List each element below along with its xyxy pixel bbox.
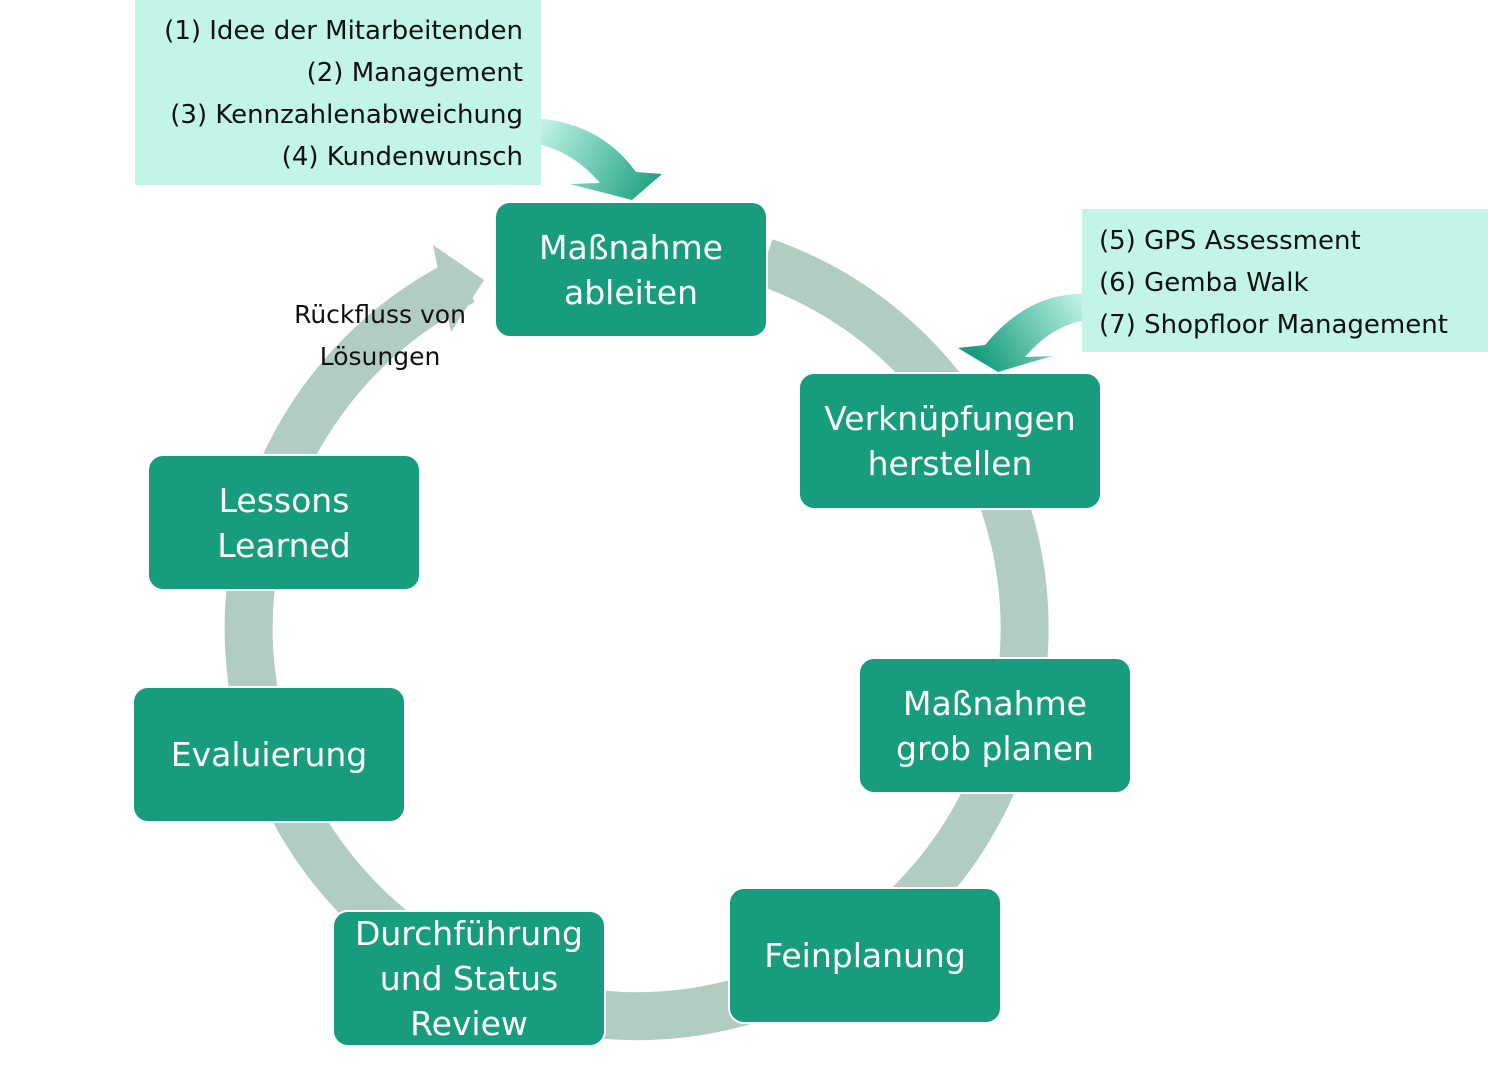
- stage-label: Maßnahme: [903, 683, 1087, 723]
- input-source-item: (4) Kundenwunsch: [281, 142, 523, 172]
- stage-verknuepfungen-herstellen: Verknüpfungen herstellen: [798, 372, 1102, 510]
- stage-durchfuehrung-und-status-review: Durchführung und Status Review: [332, 910, 606, 1047]
- feedback-note: Rückfluss von Lösungen: [280, 294, 480, 378]
- stage-label: Verknüpfungen: [824, 399, 1076, 438]
- stage-massnahme-grob-planen: Maßnahme grob planen: [858, 657, 1132, 794]
- input-arrow-top: [533, 118, 662, 200]
- input-source-item: (6) Gemba Walk: [1099, 268, 1309, 298]
- stage-label: Lessons: [218, 480, 350, 520]
- stage-label: Review: [410, 1004, 528, 1043]
- stage-label: herstellen: [867, 444, 1033, 483]
- stage-evaluierung: Evaluierung: [132, 686, 406, 823]
- stage-label: und Status: [379, 959, 559, 998]
- stage-label: Evaluierung: [170, 735, 368, 774]
- input-source-item: (2) Management: [306, 58, 523, 88]
- input-source-item: (7) Shopfloor Management: [1099, 310, 1448, 340]
- stage-massnahme-ableiten: Maßnahme ableiten: [494, 201, 768, 338]
- stage-feinplanung: Feinplanung: [728, 887, 1002, 1024]
- stage-lessons-learned: Lessons Learned: [147, 454, 421, 591]
- input-sources-top-box: (1) Idee der Mitarbeitenden (2) Manageme…: [135, 0, 541, 185]
- stage-label: ableiten: [564, 272, 698, 312]
- stage-label: Feinplanung: [764, 936, 966, 975]
- stage-label: Durchführung: [354, 914, 584, 953]
- stage-label: grob planen: [896, 728, 1094, 768]
- input-sources-right-box: (5) GPS Assessment (6) Gemba Walk (7) Sh…: [1082, 209, 1488, 352]
- input-source-item: (1) Idee der Mitarbeitenden: [164, 16, 523, 46]
- input-source-item: (3) Kennzahlenabweichung: [170, 100, 523, 130]
- input-arrow-right: [958, 293, 1091, 372]
- input-source-item: (5) GPS Assessment: [1099, 226, 1361, 256]
- feedback-note-line: Lösungen: [319, 342, 441, 371]
- stage-label: Learned: [217, 525, 351, 565]
- cycle-arrowhead: [433, 245, 484, 332]
- stage-label: Maßnahme: [539, 227, 723, 267]
- feedback-note-line: Rückfluss von: [294, 300, 466, 329]
